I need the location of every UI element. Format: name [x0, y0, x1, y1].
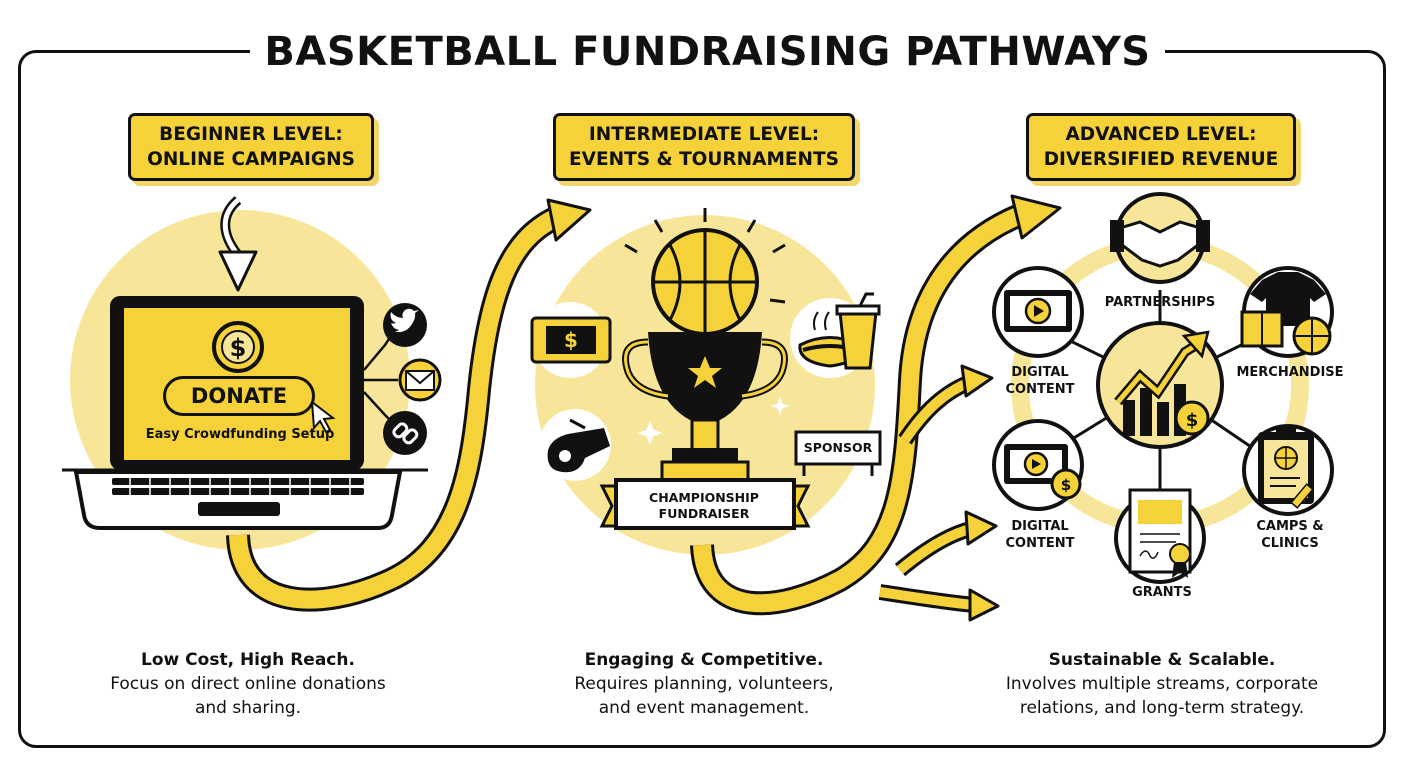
trophy-icon — [599, 208, 811, 530]
growth-chart-icon: $ — [1096, 321, 1224, 449]
merchandise-icon — [1240, 266, 1334, 358]
sponsor-label: SPONSOR — [803, 440, 873, 455]
description-beginner: Low Cost, High Reach. Focus on direct on… — [18, 648, 478, 720]
ticket-icon: $ — [530, 302, 612, 378]
description-advanced: Sustainable & Scalable. Involves multipl… — [932, 648, 1392, 720]
whistle-icon — [539, 409, 611, 481]
digital-line2: CONTENT — [1005, 536, 1075, 551]
stream-label-digital-content-1: DIGITAL CONTENT — [990, 364, 1090, 398]
clipboard-icon — [1242, 424, 1334, 516]
stream-label-camps-clinics: CAMPS & CLINICS — [1245, 518, 1335, 552]
svg-text:$: $ — [564, 328, 578, 352]
level-header-beginner: BEGINNER LEVEL: ONLINE CAMPAIGNS — [128, 113, 374, 181]
twitter-icon — [383, 303, 427, 347]
svg-text:$: $ — [1186, 410, 1199, 431]
description-line: and sharing. — [194, 698, 302, 718]
level-header-line2: DIVERSIFIED REVENUE — [1043, 149, 1279, 170]
description-line: and event management. — [598, 698, 810, 718]
crowdfunding-setup-label: Easy Crowdfunding Setup — [145, 427, 335, 442]
link-icon — [383, 411, 427, 455]
envelope-icon — [398, 358, 442, 402]
description-title: Engaging & Competitive. — [584, 650, 824, 670]
description-title: Low Cost, High Reach. — [141, 650, 355, 670]
page-title: BASKETBALL FUNDRAISING PATHWAYS — [250, 24, 1165, 80]
arrowhead-1 — [546, 198, 592, 242]
sponsor-sign — [794, 430, 882, 476]
banner-line1: CHAMPIONSHIP — [649, 490, 759, 505]
championship-banner: CHAMPIONSHIP FUNDRAISER — [622, 490, 786, 522]
description-line: Involves multiple streams, corporate — [1005, 674, 1319, 694]
pathway-arrows — [218, 194, 1062, 622]
level-header-intermediate: INTERMEDIATE LEVEL: EVENTS & TOURNAMENTS — [553, 113, 855, 181]
svg-text:$: $ — [1061, 476, 1071, 494]
level-header-line2: ONLINE CAMPAIGNS — [147, 149, 355, 170]
digital-line2: CONTENT — [1005, 382, 1075, 397]
drink-icon — [835, 292, 881, 370]
stream-label-merchandise: MERCHANDISE — [1236, 365, 1344, 380]
description-intermediate: Engaging & Competitive. Requires plannin… — [474, 648, 934, 720]
camps-line1: CAMPS & — [1256, 519, 1324, 534]
stream-label-partnerships: PARTNERSHIPS — [1104, 295, 1216, 310]
description-line: Requires planning, volunteers, — [574, 674, 834, 694]
camps-line2: CLINICS — [1261, 536, 1319, 551]
description-line: relations, and long-term strategy. — [1019, 698, 1305, 718]
banner-line2: FUNDRAISER — [658, 506, 750, 521]
video-icon-bottom: $ — [992, 419, 1084, 511]
level-header-line1: BEGINNER LEVEL: — [159, 124, 343, 145]
digital-line1: DIGITAL — [1011, 365, 1069, 380]
grant-certificate-icon — [1114, 488, 1206, 584]
arrowhead-2 — [1010, 194, 1062, 240]
digital-line1: DIGITAL — [1011, 519, 1069, 534]
svg-text:$: $ — [230, 334, 247, 362]
description-line: Focus on direct online donations — [110, 674, 386, 694]
stream-label-grants: GRANTS — [1132, 585, 1192, 600]
donate-button[interactable]: DONATE — [163, 376, 315, 416]
video-icon-top — [992, 266, 1084, 358]
stream-label-digital-content-2: DIGITAL CONTENT — [990, 518, 1090, 552]
level-header-line2: EVENTS & TOURNAMENTS — [569, 149, 839, 170]
level-header-advanced: ADVANCED LEVEL: DIVERSIFIED REVENUE — [1026, 113, 1296, 181]
handshake-icon — [1110, 192, 1210, 284]
sparkle-icons — [637, 396, 790, 446]
description-title: Sustainable & Scalable. — [1048, 650, 1276, 670]
level-header-line1: INTERMEDIATE LEVEL: — [588, 124, 820, 145]
level-header-line1: ADVANCED LEVEL: — [1065, 124, 1257, 145]
